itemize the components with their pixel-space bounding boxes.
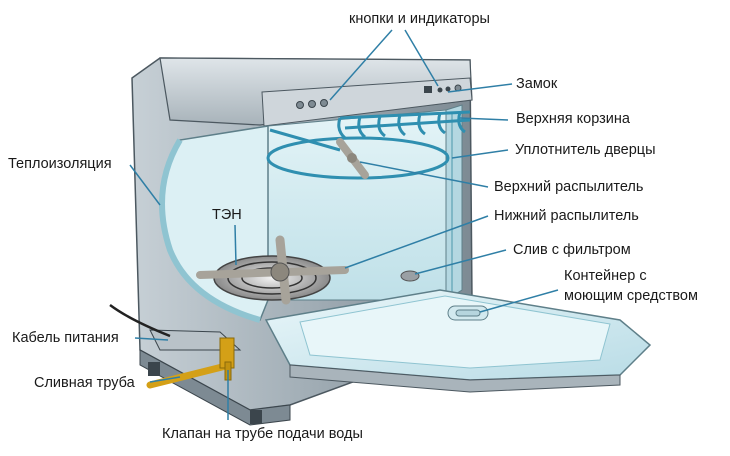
leader-upper-sprayer (359, 161, 489, 188)
upper-rack (269, 110, 471, 152)
leader-drain-filter (414, 249, 507, 275)
leader-buttons-right (404, 29, 439, 87)
leader-detergent (479, 289, 559, 313)
label-door-seal: Уплотнитель дверцы (515, 142, 656, 158)
open-door (264, 289, 652, 393)
leader-buttons-left (329, 29, 393, 101)
label-heater: ТЭН (212, 207, 242, 223)
upper-sprayer (266, 136, 450, 180)
label-upper-basket: Верхняя корзина (516, 111, 630, 127)
label-detergent-line2: моющим средством (564, 288, 698, 304)
label-lock: Замок (516, 76, 558, 92)
label-buttons: кнопки и индикаторы (349, 11, 490, 27)
label-insulation: Теплоизоляция (8, 156, 112, 172)
label-power-cable: Кабель питания (12, 330, 119, 346)
drain-filter (400, 270, 420, 282)
wash-cavity (267, 104, 463, 301)
label-water-valve: Клапан на трубе подачи воды (162, 426, 363, 442)
leader-lock (447, 83, 513, 93)
leader-insulation (129, 164, 161, 206)
leader-lines (129, 29, 559, 420)
label-drain-filter: Слив с фильтром (513, 242, 631, 258)
leader-drain-pipe (149, 376, 181, 383)
label-drain-pipe: Сливная труба (34, 375, 135, 391)
leader-heater (234, 224, 237, 266)
leader-lower-sprayer (344, 215, 489, 269)
label-lower-sprayer: Нижний распылитель (494, 208, 639, 224)
label-detergent-line1: Контейнер с (564, 268, 647, 284)
leader-upper-basket (459, 117, 509, 121)
label-upper-sprayer: Верхний распылитель (494, 179, 644, 195)
lower-sprayer-and-heater (196, 235, 349, 305)
leader-door-seal (451, 149, 509, 159)
leader-power-cable (134, 337, 169, 341)
